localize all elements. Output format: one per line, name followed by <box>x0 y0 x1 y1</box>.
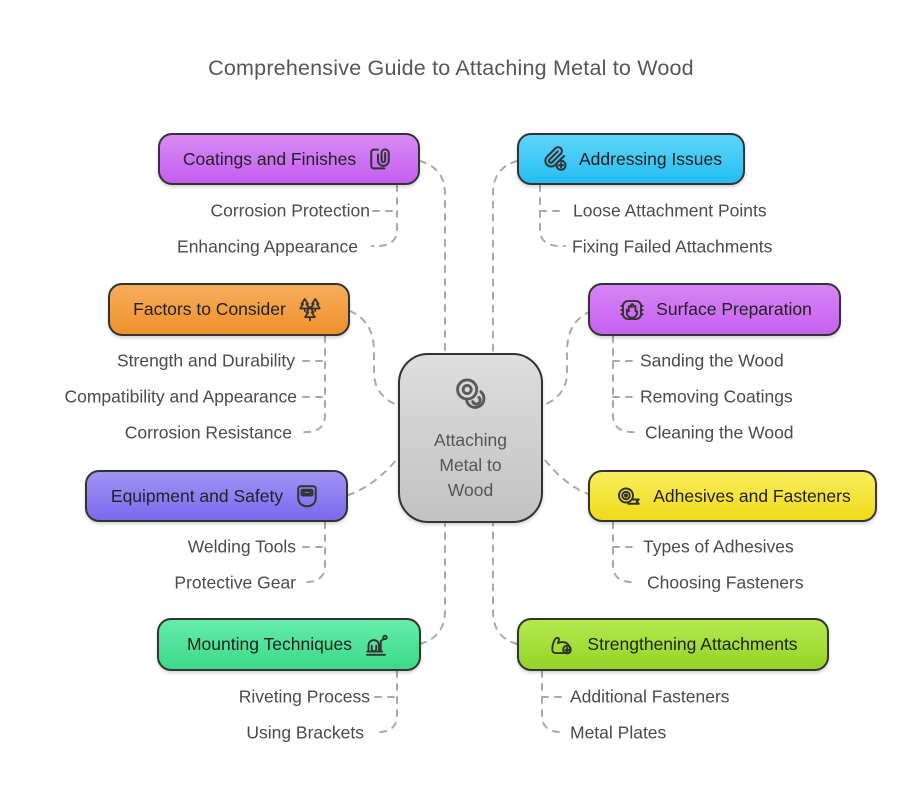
spine-surface <box>612 335 637 434</box>
link-equipment-center <box>347 458 398 496</box>
page-title: Comprehensive Guide to Attaching Metal t… <box>208 56 694 80</box>
sub-item-using-brackets[interactable]: Using Brackets <box>246 722 364 743</box>
spine-strengthening <box>541 670 566 734</box>
branch-label: Equipment and Safety <box>110 485 284 506</box>
welding-helmet-icon <box>292 481 322 511</box>
hand-scan-icon <box>617 295 647 325</box>
spine-equipment <box>301 521 326 584</box>
paperclip-plus-icon <box>540 144 570 174</box>
sub-item-removing-coatings[interactable]: Removing Coatings <box>640 386 793 407</box>
branch-label: Coatings and Finishes <box>182 148 357 169</box>
pine-trees-icon <box>295 295 325 325</box>
sub-item-loose-attachment-points[interactable]: Loose Attachment Points <box>573 200 767 221</box>
central-node-label: Attaching Metal to Wood <box>434 430 507 500</box>
sub-item-choosing-fasteners[interactable]: Choosing Fasteners <box>647 572 804 593</box>
branch-label: Strengthening Attachments <box>587 634 798 654</box>
sub-item-fixing-failed-attachments[interactable]: Fixing Failed Attachments <box>572 236 773 257</box>
branch-label: Mounting Techniques <box>186 634 353 654</box>
branch-label: Addressing Issues <box>579 148 722 169</box>
branch-label: Adhesives and Fasteners <box>653 485 851 506</box>
sub-item-types-of-adhesives[interactable]: Types of Adhesives <box>643 536 794 557</box>
central-node-attaching-metal-to-wood[interactable]: Attaching Metal to Wood <box>398 353 543 523</box>
bicep-arrow-icon <box>548 630 578 660</box>
sub-item-sanding-the-wood[interactable]: Sanding the Wood <box>640 350 784 371</box>
sub-item-corrosion-resistance[interactable]: Corrosion Resistance <box>124 422 292 443</box>
link-surface-center <box>543 310 592 406</box>
branch-label: Surface Preparation <box>656 299 812 319</box>
branch-node-coatings-and-finishes[interactable]: Coatings and Finishes <box>158 133 420 185</box>
branch-node-strengthening-attachments[interactable]: Strengthening Attachments <box>517 618 829 671</box>
sub-item-additional-fasteners[interactable]: Additional Fasteners <box>570 686 730 707</box>
sub-item-strength-and-durability[interactable]: Strength and Durability <box>116 350 295 371</box>
link-addressing-center <box>492 160 518 353</box>
tape-roll-icon <box>614 481 644 511</box>
spine-factors <box>301 335 326 434</box>
spine-mounting <box>373 670 398 734</box>
spine-adhesives <box>612 521 637 584</box>
sub-item-enhancing-appearance[interactable]: Enhancing Appearance <box>177 236 358 257</box>
overlapping-washers-icon <box>448 373 494 424</box>
sub-item-protective-gear[interactable]: Protective Gear <box>174 572 296 593</box>
sub-item-compatibility-and-appearance[interactable]: Compatibility and Appearance <box>64 386 297 407</box>
sub-item-cleaning-the-wood[interactable]: Cleaning the Wood <box>645 422 794 443</box>
sub-item-riveting-process[interactable]: Riveting Process <box>238 686 370 707</box>
link-strengthening-center <box>492 523 518 645</box>
link-mounting-center <box>419 523 446 645</box>
branch-node-factors-to-consider[interactable]: Factors to Consider <box>108 283 350 336</box>
sub-item-metal-plates[interactable]: Metal Plates <box>570 722 667 743</box>
branch-node-addressing-issues[interactable]: Addressing Issues <box>517 133 745 185</box>
spine-addressing <box>539 184 566 248</box>
branch-node-surface-preparation[interactable]: Surface Preparation <box>588 283 841 336</box>
branch-node-mounting-techniques[interactable]: Mounting Techniques <box>157 618 421 671</box>
link-adhesives-center <box>543 458 592 496</box>
branch-node-adhesives-and-fasteners[interactable]: Adhesives and Fasteners <box>588 470 877 522</box>
spine-coatings <box>371 184 398 248</box>
branch-node-equipment-and-safety[interactable]: Equipment and Safety <box>85 470 348 522</box>
branch-label: Factors to Consider <box>133 299 286 319</box>
link-factors-center <box>349 310 398 406</box>
sub-item-welding-tools[interactable]: Welding Tools <box>187 536 296 557</box>
link-coatings-center <box>419 160 446 353</box>
sub-item-corrosion-protection[interactable]: Corrosion Protection <box>210 200 370 221</box>
paperclip-document-icon <box>365 144 395 174</box>
riveting-machine-icon <box>361 630 391 660</box>
